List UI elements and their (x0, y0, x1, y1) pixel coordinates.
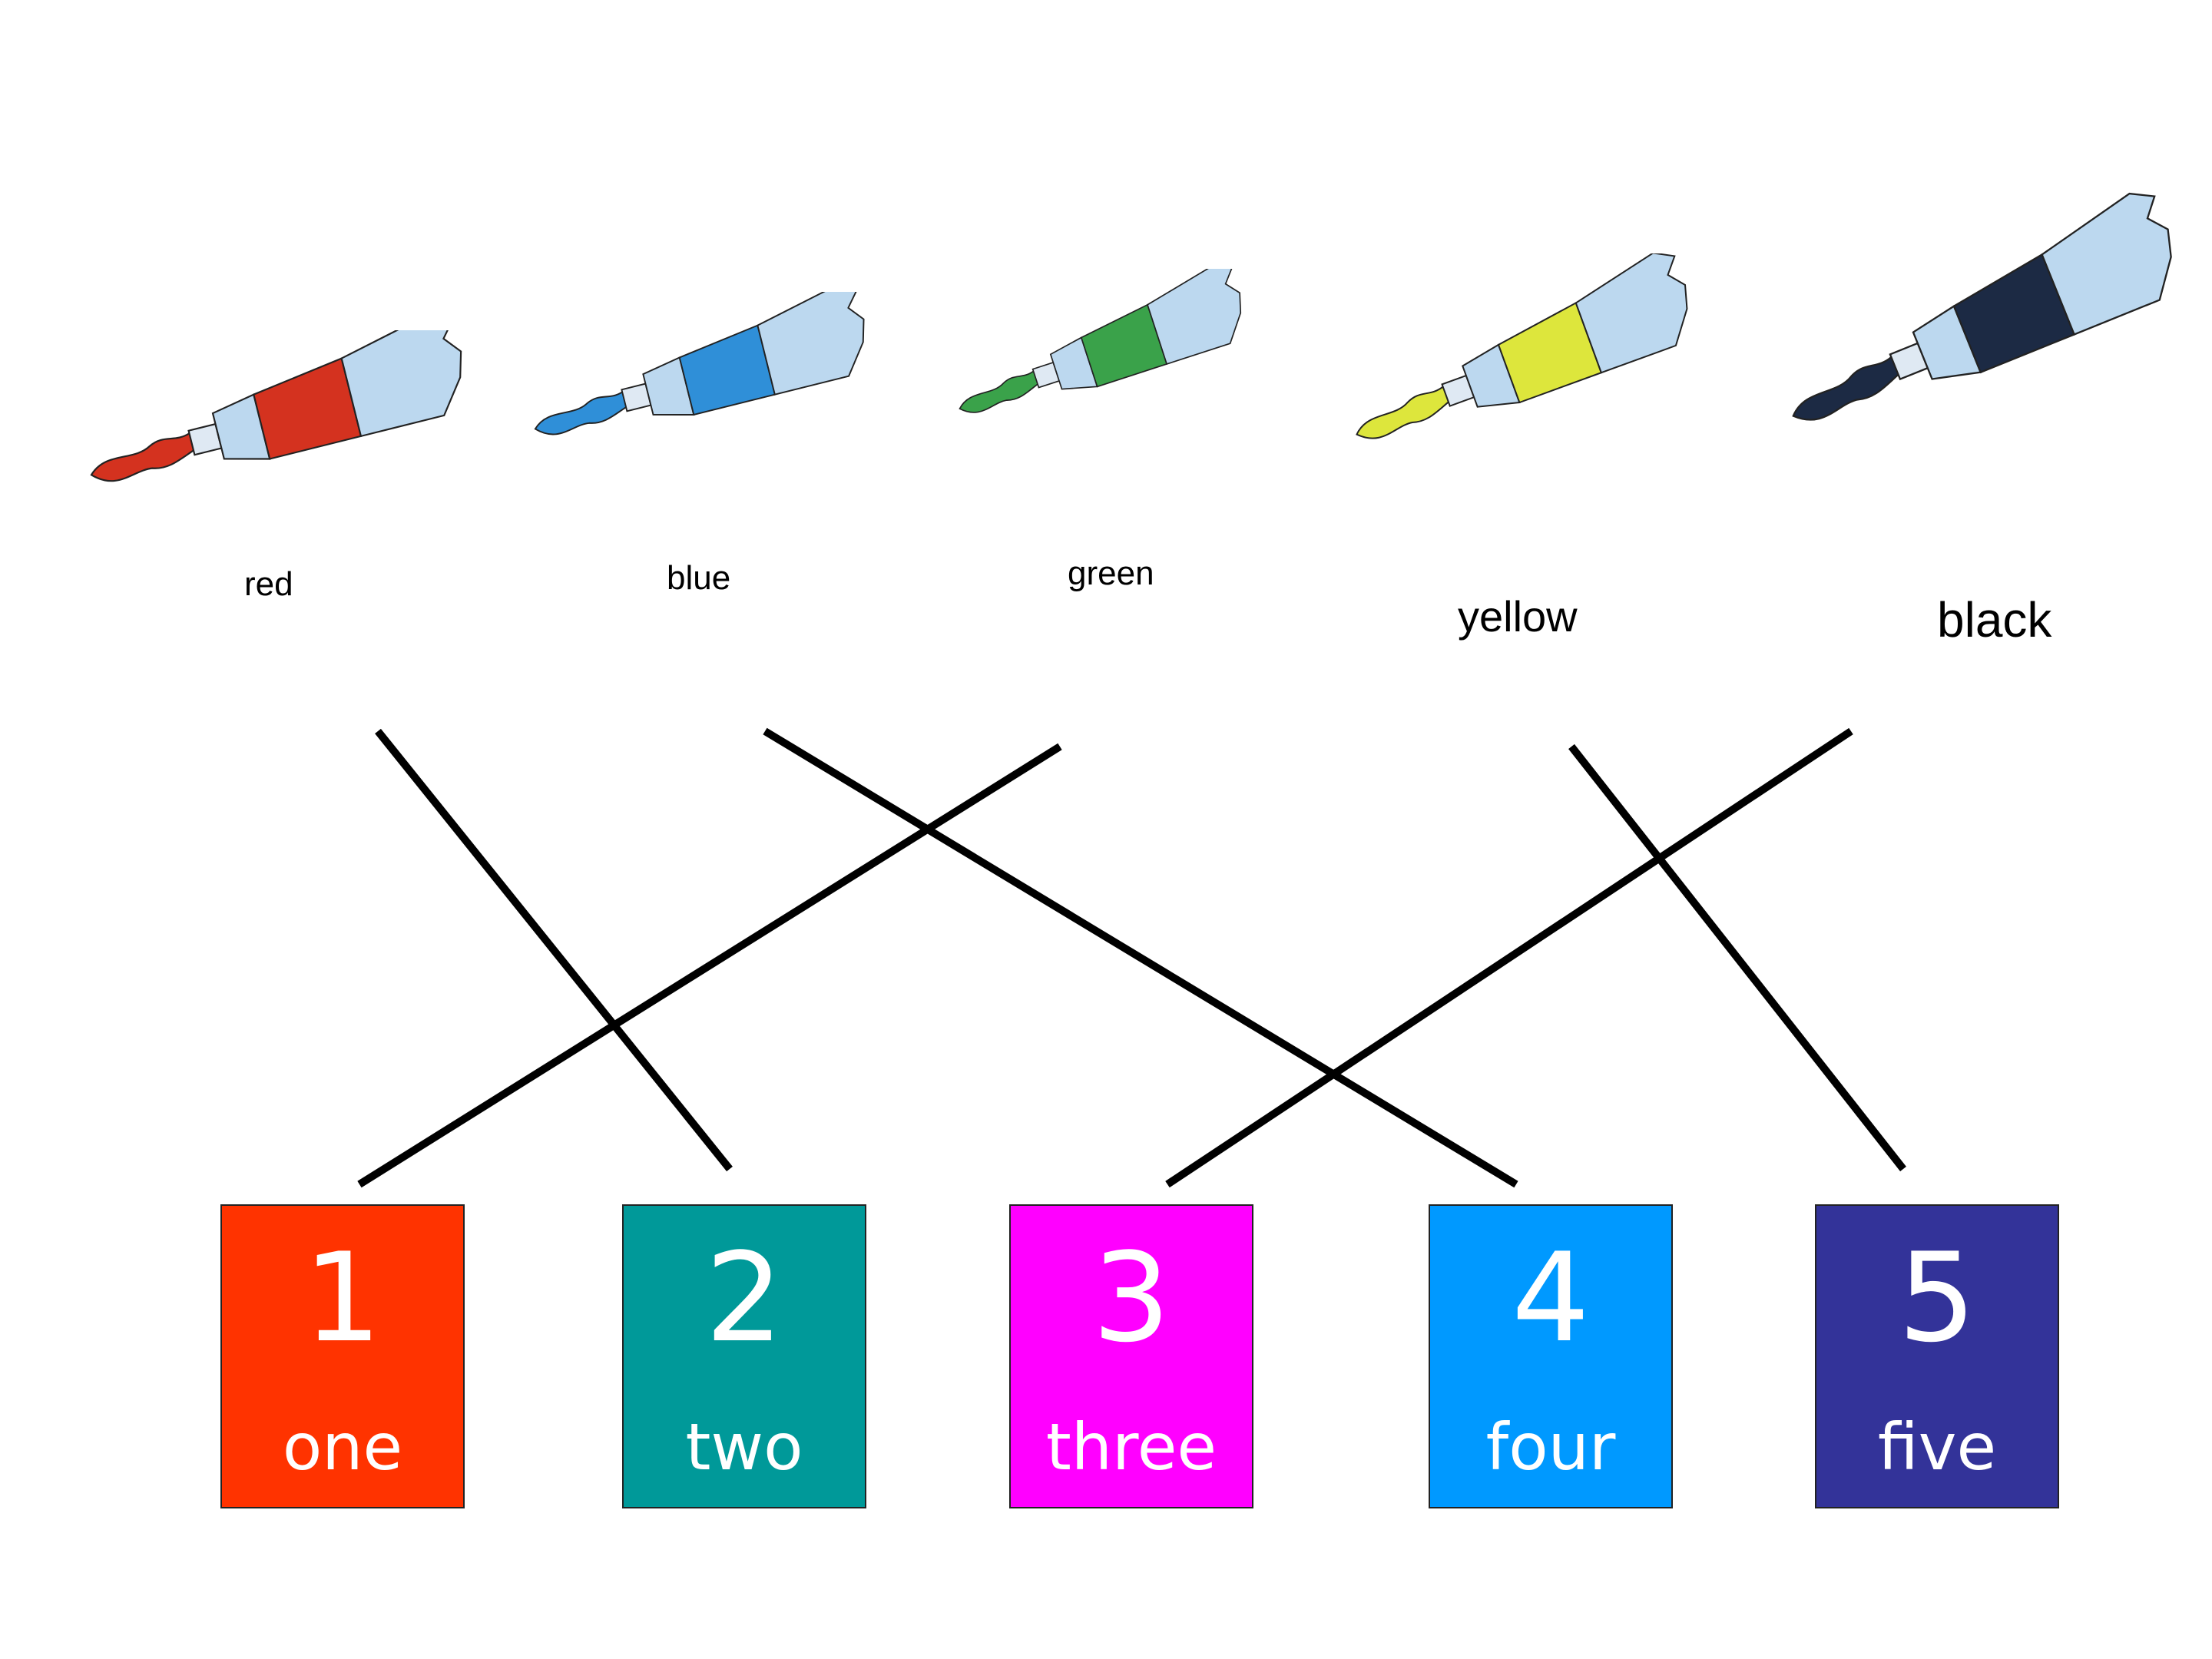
number-card-4: 4 four (1429, 1204, 1673, 1508)
color-label-blue: blue (667, 559, 731, 597)
number-word: five (1877, 1409, 1997, 1485)
number-card-3: 3 three (1009, 1204, 1253, 1508)
black-paint-tube-icon (1792, 192, 2172, 421)
number-card-1: 1 one (220, 1204, 465, 1508)
number-word: one (282, 1409, 403, 1485)
green-paint-tube-icon (959, 269, 1242, 413)
blue-paint-tube-icon (534, 292, 865, 435)
yellow-paint-tube-icon (1356, 253, 1688, 439)
match-line-red-two (375, 728, 733, 1172)
red-paint-tube-icon (90, 330, 462, 482)
number-digit: 3 (1092, 1226, 1171, 1369)
number-digit: 2 (705, 1226, 783, 1369)
color-label-black: black (1937, 592, 2052, 647)
match-line-green-one (357, 743, 1062, 1188)
match-line-black-three (1165, 727, 1853, 1188)
number-card-5: 5 five (1815, 1204, 2059, 1508)
number-word: three (1045, 1409, 1217, 1485)
color-label-green: green (1068, 555, 1154, 592)
number-digit: 4 (1512, 1226, 1590, 1369)
number-digit: 5 (1898, 1226, 1976, 1369)
match-line-blue-four (763, 727, 1518, 1188)
number-word: two (685, 1409, 803, 1485)
color-label-red: red (244, 565, 293, 603)
color-label-yellow: yellow (1458, 592, 1578, 641)
number-card-2: 2 two (622, 1204, 866, 1508)
number-word: four (1485, 1409, 1616, 1485)
number-digit: 1 (303, 1226, 382, 1369)
match-line-yellow-five (1568, 743, 1906, 1172)
